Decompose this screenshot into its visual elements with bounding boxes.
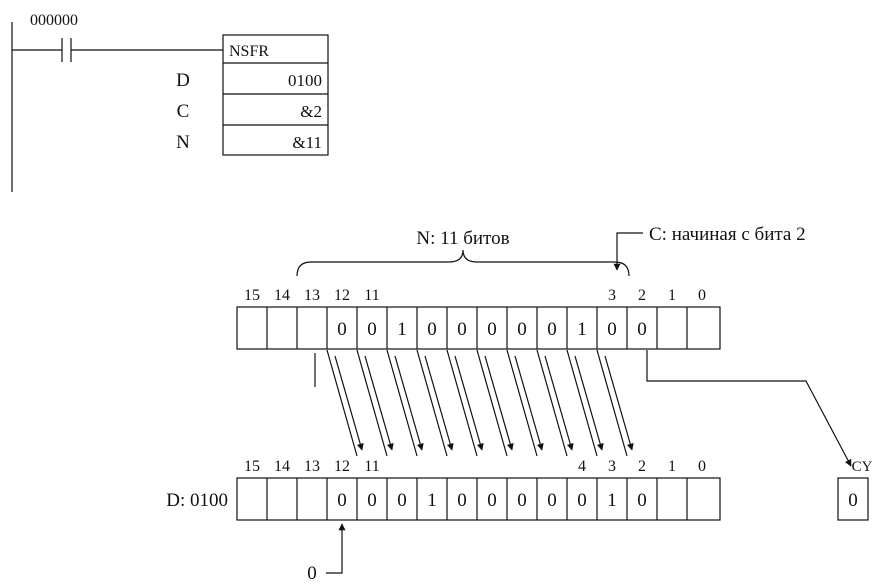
bottom-bit-labels: 15 14 13 12 11 4 3 2 1 0 <box>244 458 706 475</box>
top-bitlabel-13: 13 <box>304 287 320 304</box>
top-bit-5: 0 <box>547 319 557 340</box>
cy-label: CY <box>852 459 873 475</box>
zero-in-label: 0 <box>307 563 317 584</box>
top-bit-2: 0 <box>637 319 647 340</box>
bottom-bit-9: 1 <box>427 490 437 511</box>
top-bitlabel-0: 0 <box>698 287 706 304</box>
top-bitlabel-14: 14 <box>274 287 290 304</box>
bottom-bitlabel-2: 2 <box>638 458 646 475</box>
top-bit-11: 0 <box>367 319 377 340</box>
bottom-bit-values: 0 0 0 1 0 0 0 0 0 1 0 <box>337 490 647 511</box>
operand-d-label: D <box>176 70 190 91</box>
top-bitlabel-3: 3 <box>608 287 616 304</box>
top-bit-3: 0 <box>607 319 617 340</box>
bottom-bitlabel-0: 0 <box>698 458 706 475</box>
top-bit-values: 0 0 1 0 0 0 0 0 1 0 0 <box>337 319 647 340</box>
bottom-bit-2: 0 <box>637 490 647 511</box>
top-bit-7: 0 <box>487 319 497 340</box>
operand-n-value: &11 <box>292 133 322 152</box>
d-register-label: D: 0100 <box>166 490 228 511</box>
bottom-bit-10: 0 <box>397 490 407 511</box>
bottom-bitlabel-12: 12 <box>334 458 350 475</box>
top-bit-6: 0 <box>517 319 527 340</box>
top-bit-8: 0 <box>457 319 467 340</box>
top-bitlabel-2: 2 <box>638 287 646 304</box>
operand-n-label: N <box>176 132 190 153</box>
bottom-bitlabel-14: 14 <box>274 458 290 475</box>
contact-address: 000000 <box>30 12 78 29</box>
top-bit-12: 0 <box>337 319 347 340</box>
bottom-bit-11: 0 <box>367 490 377 511</box>
cy-value: 0 <box>848 490 858 511</box>
ladder-diagram <box>11 22 329 192</box>
bottom-bit-3: 1 <box>607 490 617 511</box>
n-brace <box>296 249 630 277</box>
bottom-bitlabel-4: 4 <box>578 458 586 475</box>
bottom-register <box>236 477 721 521</box>
operand-d-value: 0100 <box>288 71 322 90</box>
top-bitlabel-11: 11 <box>364 287 379 304</box>
top-bitlabel-15: 15 <box>244 287 260 304</box>
shift-arrows <box>326 349 634 457</box>
top-bit-4: 1 <box>577 319 587 340</box>
bottom-bit-8: 0 <box>457 490 467 511</box>
bottom-bit-12: 0 <box>337 490 347 511</box>
zero-in-arrow <box>326 523 346 574</box>
c-pointer-line <box>613 232 643 271</box>
bottom-bitlabel-13: 13 <box>304 458 320 475</box>
top-bit-labels: 15 14 13 12 11 3 2 1 0 <box>244 287 706 304</box>
top-bit-10: 1 <box>397 319 407 340</box>
carry-arrow <box>646 350 852 467</box>
operand-c-value: &2 <box>300 102 322 121</box>
bottom-bit-5: 0 <box>547 490 557 511</box>
bottom-bit-6: 0 <box>517 490 527 511</box>
top-bitlabel-12: 12 <box>334 287 350 304</box>
cy-box <box>837 477 869 521</box>
bottom-bit-7: 0 <box>487 490 497 511</box>
bottom-bitlabel-3: 3 <box>608 458 616 475</box>
bottom-bitlabel-15: 15 <box>244 458 260 475</box>
c-label: C: начиная с бита 2 <box>649 224 806 245</box>
bottom-bitlabel-1: 1 <box>668 458 676 475</box>
top-bitlabel-1: 1 <box>668 287 676 304</box>
bottom-bitlabel-11: 11 <box>364 458 379 475</box>
bottom-bit-4: 0 <box>577 490 587 511</box>
n-label: N: 11 битов <box>416 228 509 249</box>
operand-c-label: C <box>177 101 190 122</box>
top-bit-9: 0 <box>427 319 437 340</box>
instruction-name: NSFR <box>229 43 269 60</box>
top-register <box>236 306 721 350</box>
nsfr-block <box>222 34 329 156</box>
